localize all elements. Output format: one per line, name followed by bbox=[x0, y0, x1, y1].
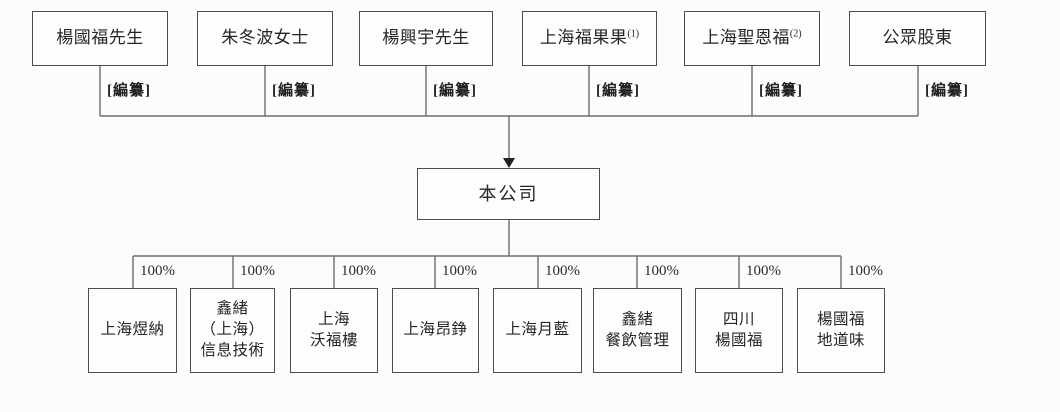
subsidiary-box-xinxu-shanghai-it: 鑫緒 （上海） 信息技術 bbox=[190, 288, 275, 373]
down-arrowhead-icon bbox=[503, 158, 515, 168]
subsidiary-label: 四川 bbox=[722, 310, 755, 328]
ownership-label: 100% bbox=[240, 263, 275, 279]
ownership-label: 100% bbox=[848, 263, 883, 279]
footnote-marker: (1) bbox=[627, 28, 640, 40]
stake-label-redacted: [編纂] bbox=[107, 83, 151, 99]
subsidiary-box-sichuan-yangguofu: 四川 楊國福 bbox=[695, 288, 783, 373]
subsidiary-box-yangguofu-didaowei: 楊國福 地道味 bbox=[797, 288, 885, 373]
ownership-label: 100% bbox=[644, 263, 679, 279]
subsidiary-label: 楊國福 bbox=[714, 331, 763, 349]
subsidiary-label: （上海） bbox=[200, 321, 265, 339]
shareholder-label: 楊興宇先生 bbox=[382, 28, 470, 48]
subsidiary-label: 地道味 bbox=[816, 331, 865, 349]
stake-label-redacted: [編纂] bbox=[925, 83, 969, 99]
shareholder-box-yang-guofu: 楊國福先生 bbox=[32, 11, 168, 66]
shareholder-box-public-shareholders: 公眾股東 bbox=[849, 11, 986, 66]
subsidiary-box-shanghai-yuelan: 上海月藍 bbox=[493, 288, 582, 373]
shareholder-label: 上海聖恩福(2) bbox=[702, 28, 802, 48]
company-box: 本公司 bbox=[417, 168, 600, 220]
subsidiary-label: 信息技術 bbox=[200, 341, 265, 359]
footnote-marker: (2) bbox=[789, 28, 802, 40]
subsidiary-label: 鑫緒 bbox=[621, 310, 654, 328]
stake-label-redacted: [編纂] bbox=[433, 83, 477, 99]
subsidiary-label: 上海 bbox=[317, 310, 350, 328]
subsidiary-label: 上海昂錚 bbox=[403, 321, 468, 339]
ownership-label: 100% bbox=[545, 263, 580, 279]
subsidiary-box-shanghai-angzheng: 上海昂錚 bbox=[392, 288, 479, 373]
shareholder-label: 公眾股東 bbox=[882, 28, 953, 48]
stake-label-redacted: [編纂] bbox=[596, 83, 640, 99]
shareholder-label: 朱冬波女士 bbox=[221, 28, 309, 48]
subsidiary-box-shanghai-yuna: 上海煜納 bbox=[88, 288, 177, 373]
shareholder-box-yang-xingyu: 楊興宇先生 bbox=[359, 11, 493, 66]
ownership-label: 100% bbox=[341, 263, 376, 279]
shareholder-label: 上海福果果(1) bbox=[539, 28, 640, 48]
subsidiary-label: 餐飲管理 bbox=[605, 331, 670, 349]
ownership-label: 100% bbox=[140, 263, 175, 279]
shareholder-box-zhu-dongbo: 朱冬波女士 bbox=[197, 11, 333, 66]
shareholder-box-shanghai-fuguoguo: 上海福果果(1) bbox=[522, 11, 657, 66]
subsidiary-box-shanghai-wofulou: 上海 沃福樓 bbox=[290, 288, 378, 373]
shareholder-label: 楊國福先生 bbox=[56, 28, 144, 48]
stake-label-redacted: [編纂] bbox=[272, 83, 316, 99]
stake-label-redacted: [編纂] bbox=[759, 83, 803, 99]
shareholder-box-shanghai-shengenfu: 上海聖恩福(2) bbox=[684, 11, 820, 66]
subsidiary-box-xinxu-catering: 鑫緒 餐飲管理 bbox=[593, 288, 682, 373]
subsidiary-label: 上海月藍 bbox=[505, 321, 570, 339]
subsidiary-label: 沃福樓 bbox=[309, 331, 358, 349]
ownership-label: 100% bbox=[746, 263, 781, 279]
subsidiary-label: 楊國福 bbox=[816, 310, 865, 328]
subsidiary-label: 上海煜納 bbox=[100, 321, 165, 339]
company-label: 本公司 bbox=[478, 183, 539, 204]
ownership-label: 100% bbox=[442, 263, 477, 279]
subsidiary-label: 鑫緒 bbox=[216, 300, 249, 318]
